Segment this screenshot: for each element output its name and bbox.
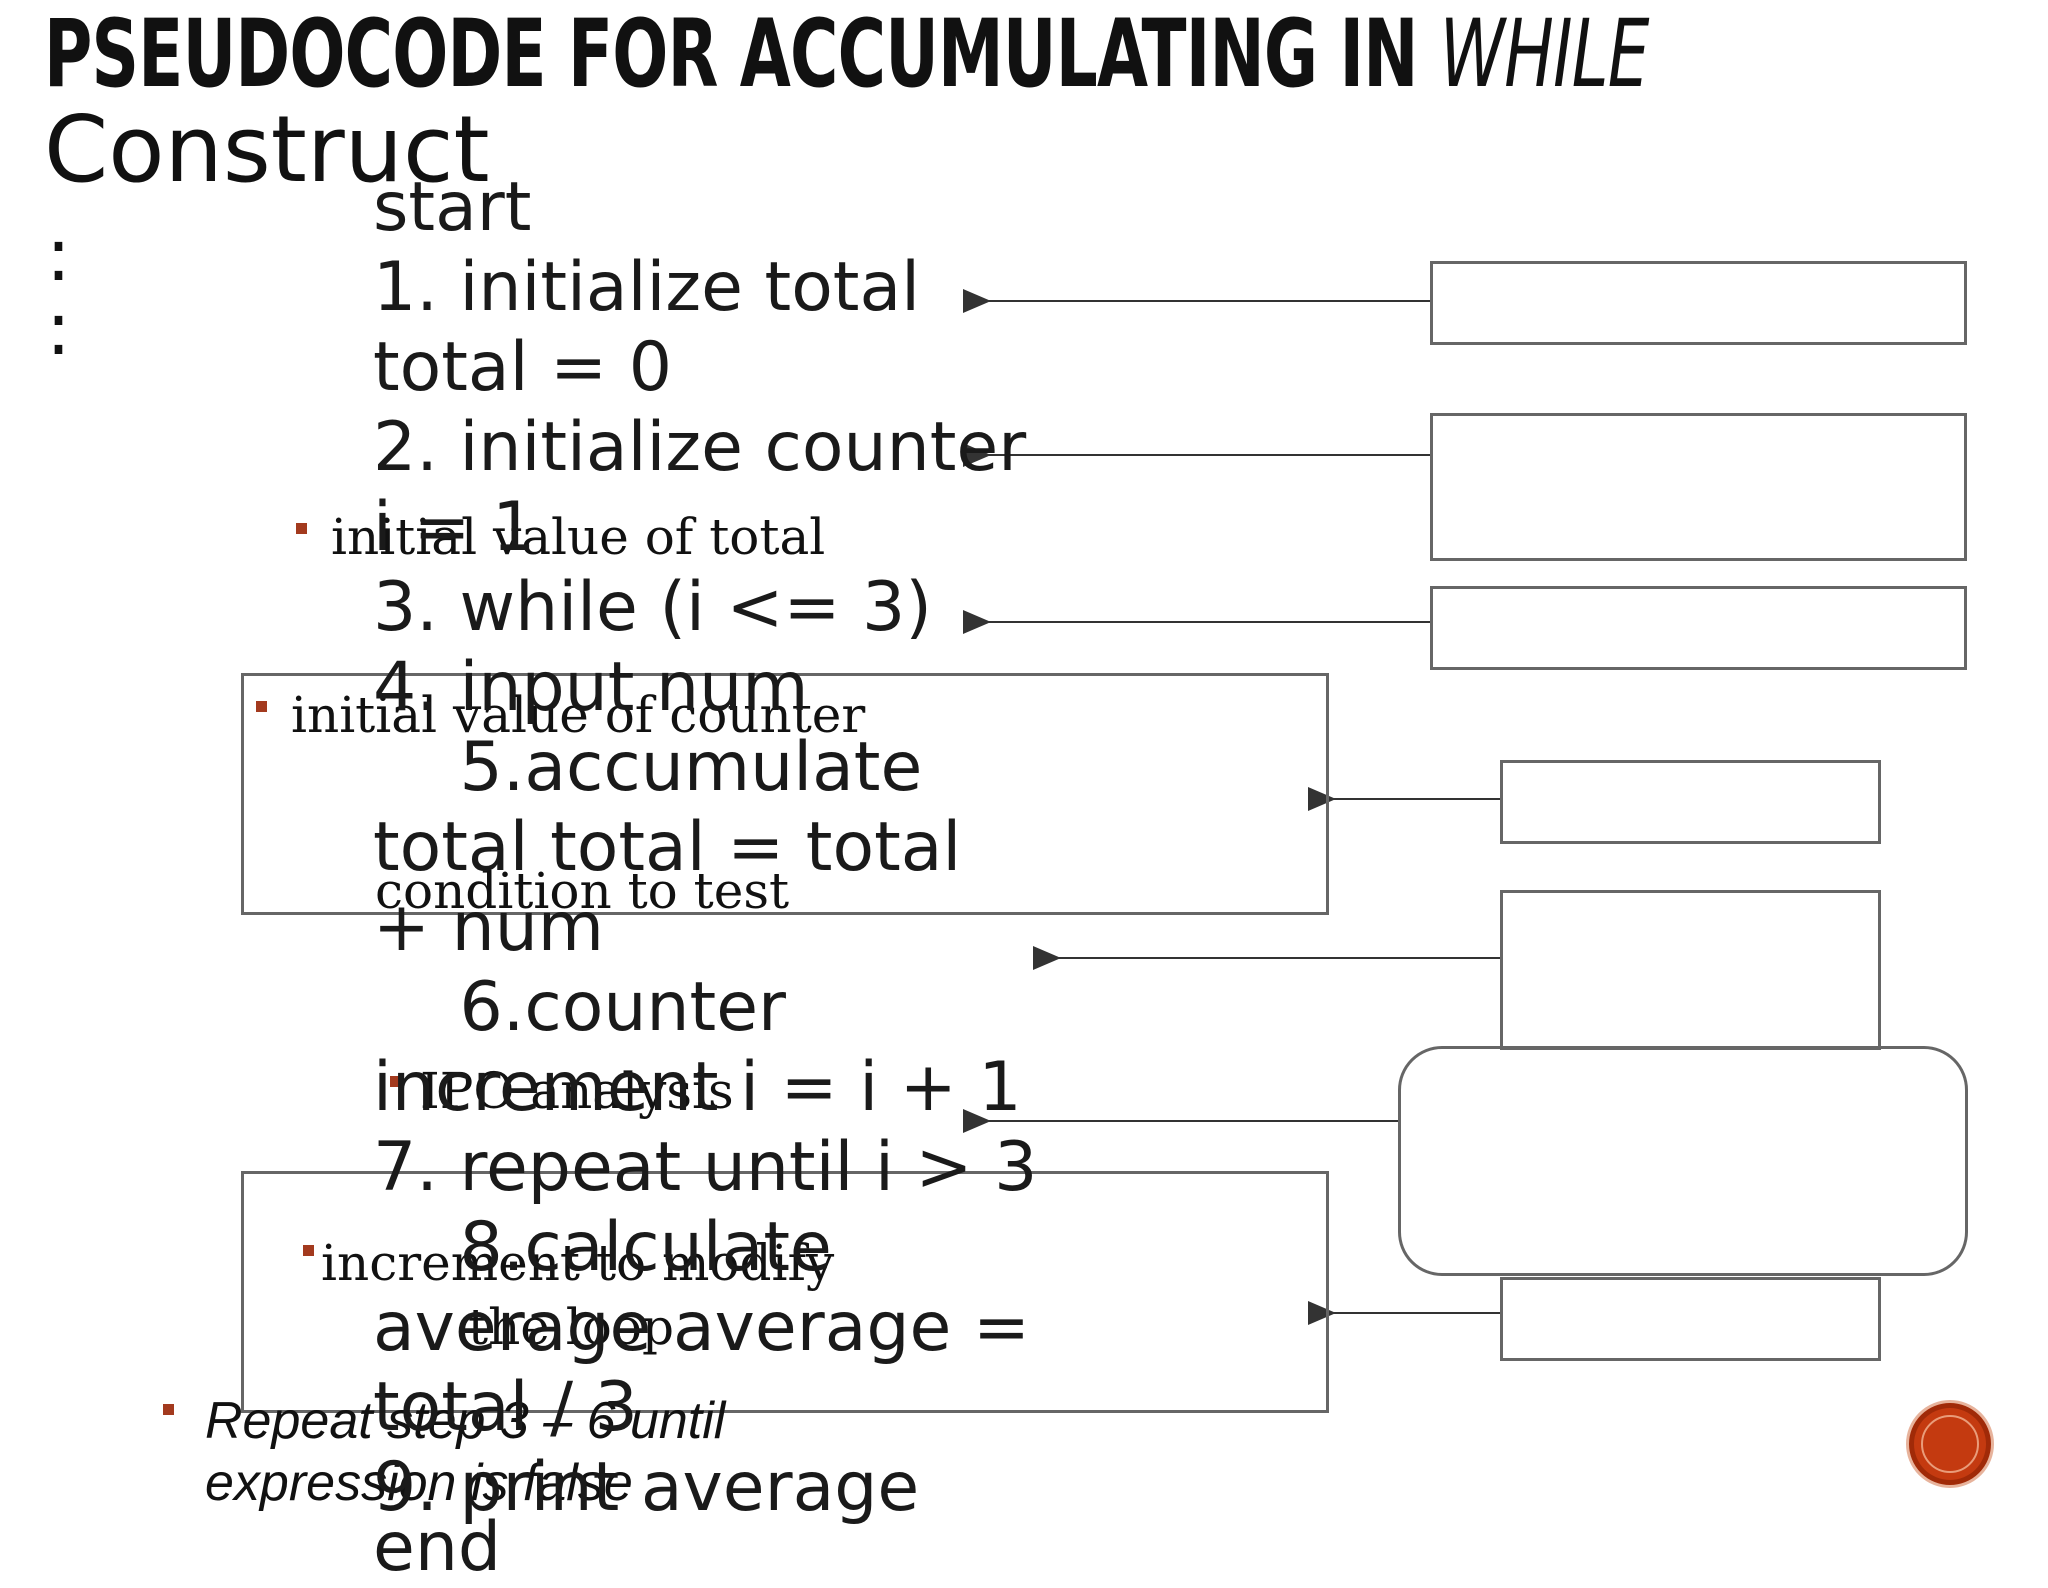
callout-box-ipo [1500, 760, 1881, 844]
slide-subtitle: Construct [44, 96, 490, 203]
code-line: i = 1 [373, 488, 536, 567]
code-line: 4. input num [373, 648, 809, 727]
label-ipo: IPO analysis [420, 1062, 734, 1120]
circle-button-icon[interactable] [1906, 1400, 1994, 1488]
code-line: end [373, 1508, 502, 1587]
title-italic: WHILE [1439, 0, 1650, 109]
code-line: 9. print average [373, 1448, 920, 1527]
callout-arrows [963, 289, 1500, 1325]
code-line: 8.calculate [373, 1208, 832, 1287]
code-line: 2. initialize counter [373, 408, 1027, 487]
label-initial-total: initial value of total [331, 508, 826, 566]
callout-box-repeat [1500, 1277, 1881, 1361]
slide-title: PSEUDOCODE FOR ACCUMULATING IN WHILE [44, 0, 1649, 109]
bullet-initial-total [296, 523, 307, 534]
ipo-analysis-box [241, 673, 1329, 915]
bullet-initial-counter [256, 701, 267, 712]
label-initial-counter: initial value of counter [291, 686, 866, 744]
code-line: total = 0 [373, 328, 672, 407]
callout-box-increment [1398, 1046, 1968, 1276]
code-line: 6.counter [373, 968, 786, 1047]
label-increment-2: the loop [468, 1298, 674, 1356]
callout-box-accumulate [1500, 890, 1881, 1050]
code-line: 3. while (i <= 3) [373, 568, 932, 647]
code-line: 5.accumulate [373, 728, 923, 807]
code-line: + num [373, 888, 605, 967]
code-line: start [373, 168, 532, 247]
code-line: average average = [373, 1288, 1030, 1367]
label-increment-1: increment to modify [321, 1234, 835, 1292]
label-repeat-1: Repeat step 3 – 6 until [205, 1392, 726, 1450]
circle-button-ring [1921, 1415, 1979, 1473]
repeat-box [241, 1171, 1329, 1413]
callout-box-total [1430, 261, 1967, 345]
code-line: 7. repeat until i > 3 [373, 1128, 1038, 1207]
code-line: total total = total [373, 808, 962, 887]
label-condition: condition to test [375, 862, 790, 920]
title-main: PSEUDOCODE FOR ACCUMULATING IN [44, 0, 1440, 109]
bullet-repeat [163, 1404, 174, 1415]
code-line: total / 3 [373, 1368, 638, 1447]
bullet-increment [303, 1245, 314, 1256]
bullet-ipo [390, 1076, 401, 1087]
callout-box-condition [1430, 586, 1967, 670]
subtitle-colon: :: [46, 212, 71, 372]
callout-box-counter [1430, 413, 1967, 561]
code-line: 1. initialize total [373, 248, 921, 327]
code-line: increment i = i + 1 [373, 1048, 1022, 1127]
label-repeat-2: expression is false [205, 1454, 633, 1512]
